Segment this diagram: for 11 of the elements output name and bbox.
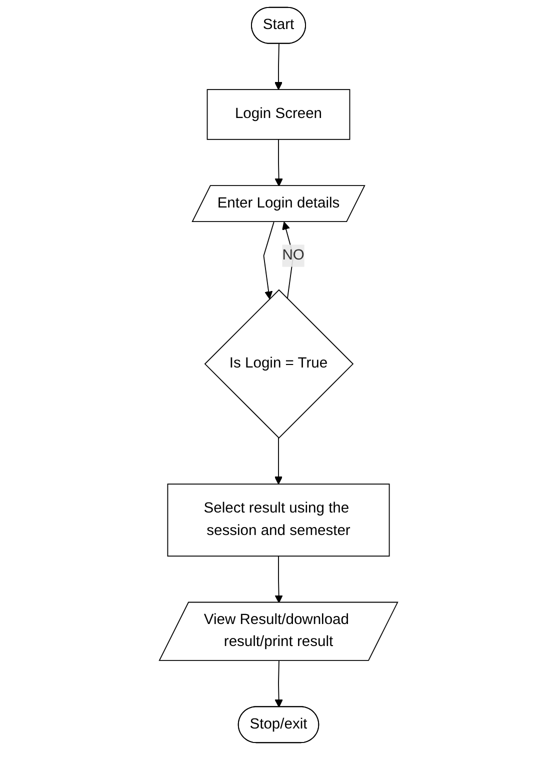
arrow: [274, 138, 283, 186]
node-box: Login Screen: [206, 89, 350, 140]
arrow: [274, 556, 283, 604]
arrow: [282, 222, 294, 300]
edge-label: NO: [282, 247, 304, 264]
node-box: Select result using the session and semester: [167, 484, 390, 557]
node-diamond: Is Login = True: [204, 289, 354, 439]
arrow: [274, 660, 283, 708]
arrow: [263, 222, 274, 300]
arrow: [274, 43, 283, 90]
arrow: [274, 437, 283, 484]
